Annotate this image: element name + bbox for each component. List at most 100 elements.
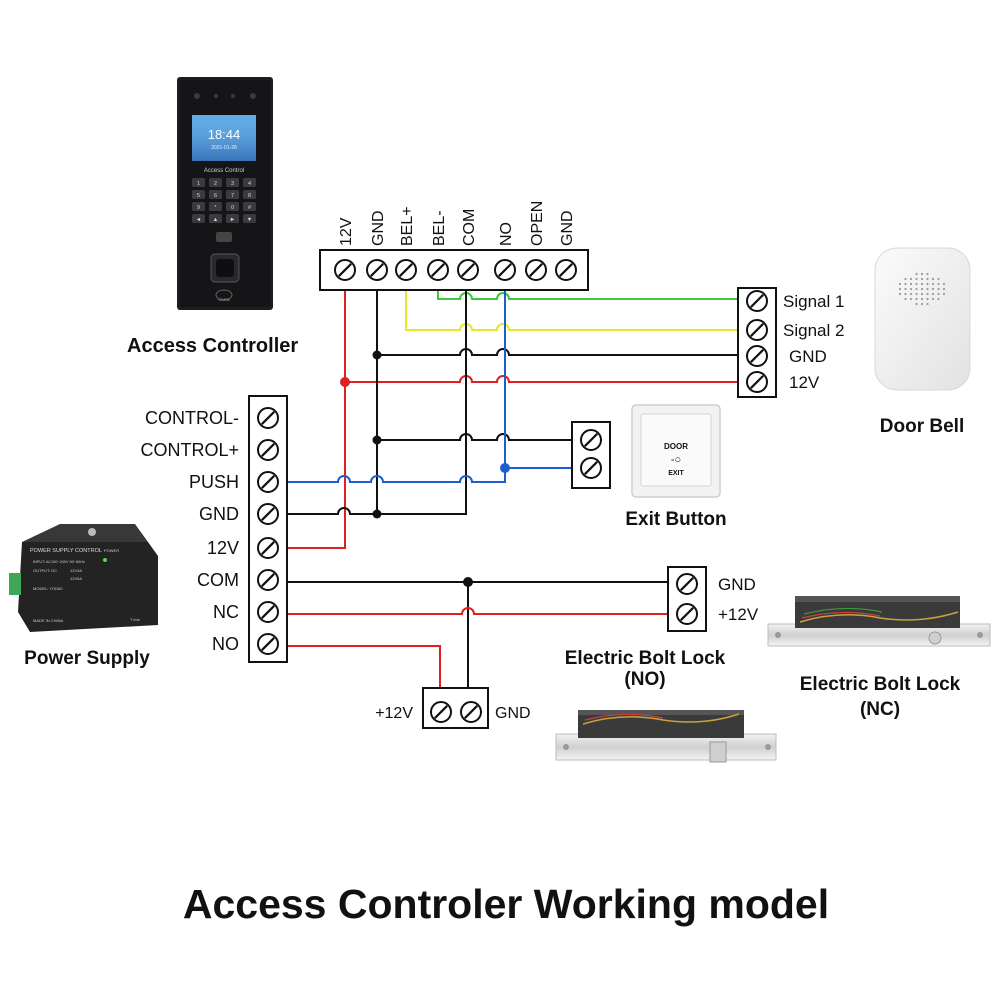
speaker-hole: [926, 292, 929, 296]
wires: [284, 280, 742, 688]
psu-terminal-label: PUSH: [189, 472, 239, 492]
no-lock-terminal-screw-icon: [430, 701, 452, 723]
psu-terminal-label: NO: [212, 634, 239, 654]
psu-terminal-label: NC: [213, 602, 239, 622]
no-lock-gnd-label: GND: [495, 705, 531, 722]
wire-red-controller-12v: [284, 280, 346, 549]
speaker-hole: [915, 302, 918, 306]
controller-terminal-label: OPEN: [529, 201, 546, 246]
psu-terminal-label: GND: [199, 504, 239, 524]
keypad-key-label: 7: [231, 193, 234, 199]
psu-terminal-screw-icon: [257, 471, 279, 493]
keypad-key: [243, 178, 256, 187]
speaker-hole: [904, 282, 907, 286]
speaker-hole: [926, 297, 929, 301]
doorbell-terminal-label: Signal 1: [783, 292, 844, 311]
speaker-hole: [904, 277, 907, 281]
junction-dot: [372, 350, 382, 360]
no-lock-label-1: Electric Bolt Lock: [565, 648, 726, 669]
speaker-hole: [920, 287, 924, 291]
power-supply-device: POWER SUPPLY CONTROL POWER INPUT: AC100~…: [9, 524, 158, 632]
psu-terminal-label: 12V: [207, 538, 239, 558]
doorbell-terminal-label: Signal 2: [783, 321, 844, 340]
keypad-key: [209, 214, 222, 223]
psu-terminal-screw-icon: [257, 601, 279, 623]
speaker-hole: [920, 272, 924, 276]
controller-terminal-label: COM: [461, 209, 478, 246]
doorbell-device: [874, 247, 971, 391]
keypad-key-label: 8: [248, 193, 251, 199]
speaker-hole: [904, 297, 907, 301]
speaker-hole: [915, 277, 918, 281]
speaker-hole: [915, 297, 918, 301]
junction-dots: [340, 350, 510, 587]
speaker-hole: [926, 302, 929, 306]
keypad-key-label: ▼: [247, 217, 252, 223]
keypad-key: [226, 202, 239, 211]
psu-terminal-label: CONTROL-: [145, 408, 239, 428]
nc-lock-terminal-block: GND+12V: [667, 566, 759, 632]
psu-output: OUTPUT: DC: [33, 568, 57, 573]
keypad-key-label: #: [248, 205, 252, 211]
controller-terminal-screw-icon: [366, 259, 388, 281]
keypad-key-label: 1: [197, 181, 200, 187]
controller-terminal-screw-icon: [457, 259, 479, 281]
psu-time-label: T ime: [130, 617, 141, 622]
speaker-hole: [898, 287, 902, 291]
exit-button-text-door: DOOR: [664, 442, 688, 451]
keypad-key: [243, 202, 256, 211]
keypad-key-label: 9: [197, 205, 200, 211]
psu-terminal-screw-icon: [257, 407, 279, 429]
psu-terminal-screw-icon: [257, 537, 279, 559]
speaker-hole: [937, 282, 940, 286]
controller-terminal-label: GND: [370, 210, 387, 246]
speaker-hole: [898, 292, 902, 296]
junction-dot: [463, 577, 473, 587]
wire-blue-no-push: [284, 280, 506, 483]
speaker-hole: [931, 297, 935, 301]
exit-button-terminal-block: [571, 421, 611, 489]
nc-lock-label-1: Electric Bolt Lock: [800, 674, 961, 695]
exit-terminal-screw-icon: [580, 457, 602, 479]
controller-terminal-screw-icon: [494, 259, 516, 281]
access-controller-label: Access Controller: [127, 335, 298, 357]
psu-made: MADE IN CHINA: [33, 618, 64, 623]
keypad-key: [209, 178, 222, 187]
keypad-key-label: 6: [214, 193, 217, 199]
no-lock-terminal-block: [422, 687, 489, 729]
exit-button-label: Exit Button: [625, 509, 726, 530]
keypad-key: [226, 214, 239, 223]
controller-screen-date: 2021-01-28: [211, 145, 237, 151]
doorbell-terminal-screw-icon: [746, 290, 768, 312]
psu-input: INPUT: AC100~240V 50~60Hz: [33, 560, 85, 564]
junction-dot: [372, 435, 382, 445]
controller-terminal-label: GND: [559, 210, 576, 246]
keypad-key-label: *: [214, 205, 217, 211]
psu-terminal-screw-icon: [257, 633, 279, 655]
psu-terminal-screw-icon: [257, 569, 279, 591]
speaker-hole: [920, 282, 924, 286]
speaker-hole: [898, 282, 902, 286]
controller-terminal-screw-icon: [395, 259, 417, 281]
speaker-hole: [931, 277, 935, 281]
controller-terminal-label: BEL+: [399, 206, 416, 246]
keypad-key: [192, 178, 205, 187]
speaker-hole: [909, 292, 913, 296]
speaker-hole: [915, 287, 918, 291]
speaker-hole: [937, 297, 940, 301]
controller-card-text: CARD: [218, 297, 229, 302]
diagram-title: Access Controler Working model: [183, 881, 829, 927]
speaker-hole: [937, 287, 940, 291]
speaker-hole: [909, 282, 913, 286]
keypad-key: [192, 214, 205, 223]
speaker-hole: [942, 287, 946, 291]
controller-terminal-label: BEL-: [431, 210, 448, 246]
keypad-key-label: ▲: [213, 217, 218, 223]
speaker-hole: [909, 287, 913, 291]
speaker-hole: [920, 302, 924, 306]
psu-rating-2: 12V5A: [70, 576, 82, 581]
keypad-key: [209, 202, 222, 211]
